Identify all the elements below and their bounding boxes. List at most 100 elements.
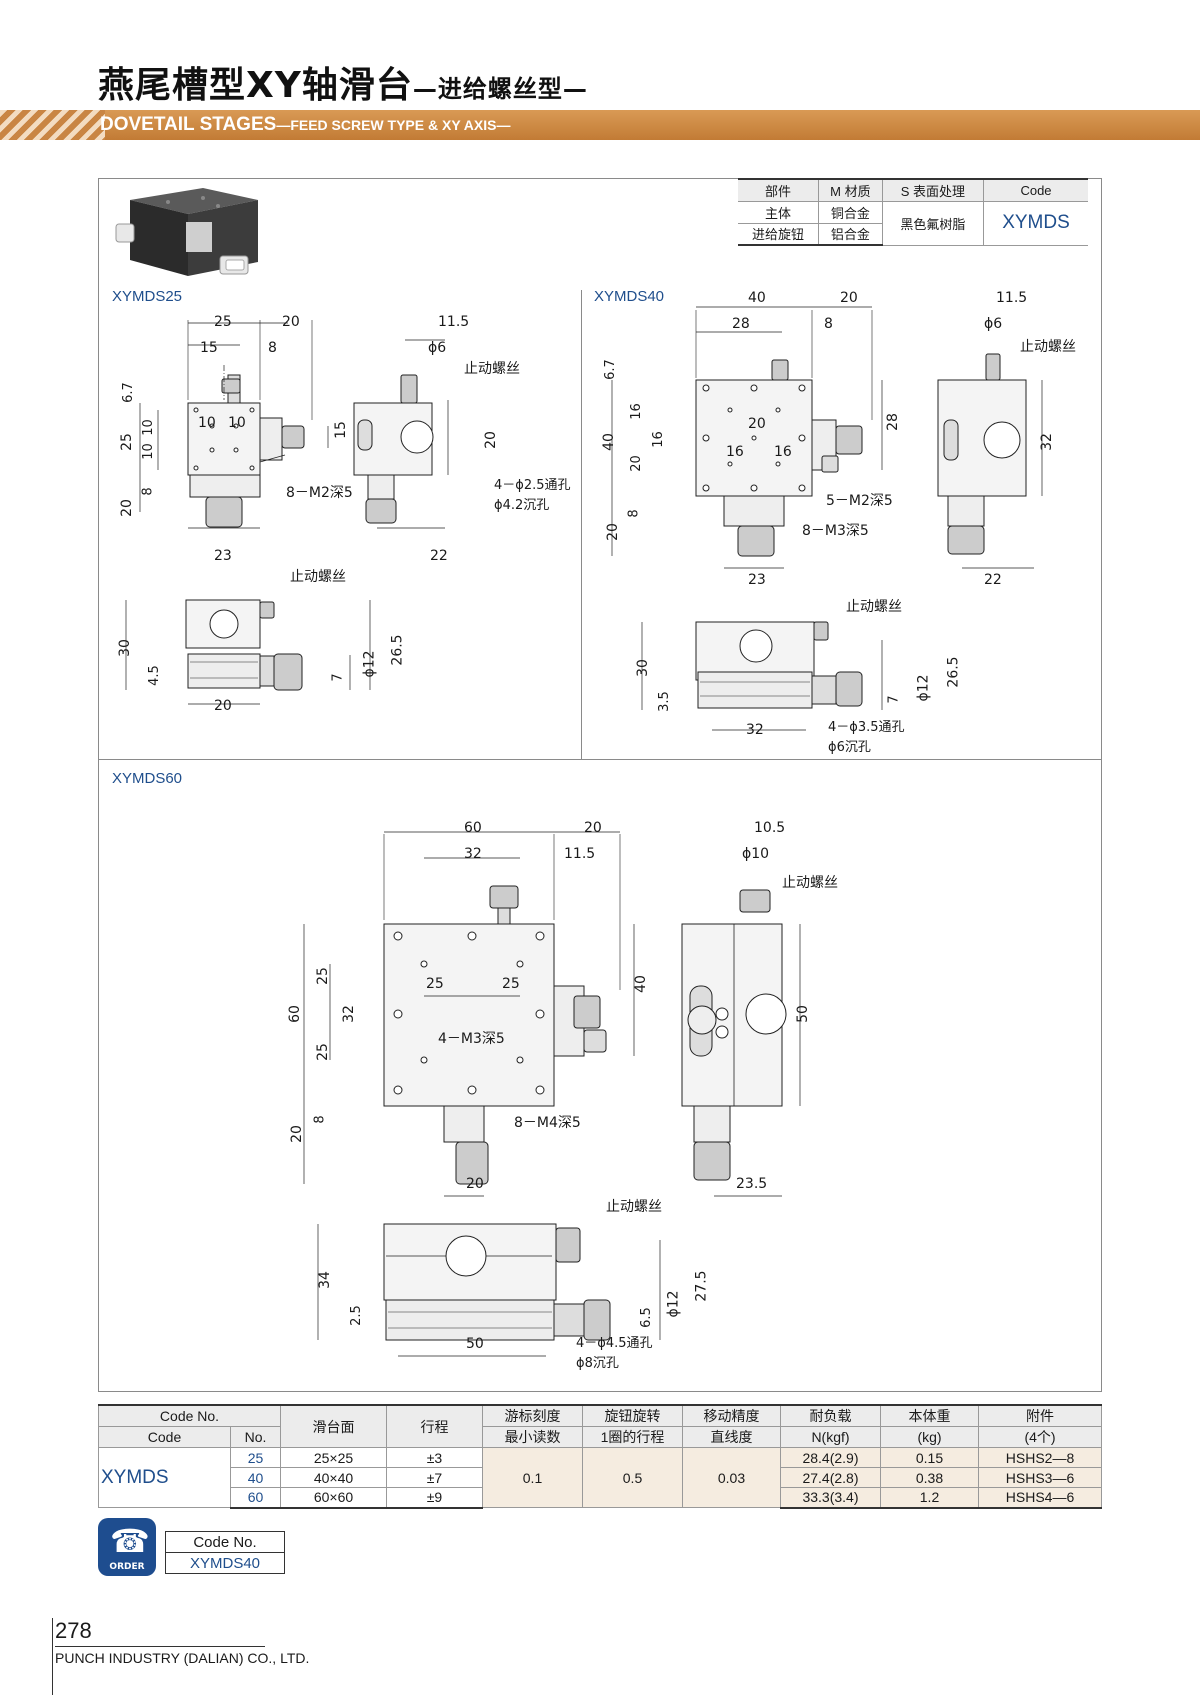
spec-head: N(kgf): [780, 1426, 881, 1448]
spec-stroke: ±3: [386, 1447, 483, 1468]
dim: 10: [198, 415, 216, 431]
dim: 23.5: [736, 1176, 768, 1192]
spec-table: Code No. 滑台面 行程 游标刻度 旋钮旋转 移动精度 耐负载 本体重 附…: [98, 1404, 1102, 1509]
spec-straightness: 0.03: [682, 1447, 781, 1508]
s60-top-view: [303, 831, 635, 1197]
s60-side-view: [681, 889, 801, 1197]
dim: 25: [426, 976, 444, 992]
mat-head-code: Code: [983, 178, 1088, 202]
note-tap: 4－M3深5: [438, 1031, 505, 1047]
order-icon-label: ORDER: [109, 1562, 145, 1572]
mat-treatment: 黑色氟树脂: [882, 201, 985, 246]
order-icon: ☎ ORDER: [98, 1518, 156, 1576]
note-thru: 4－ϕ2.5通孔: [494, 478, 571, 493]
dim: 25: [314, 967, 331, 985]
note-tap: 8－M4深5: [514, 1115, 581, 1131]
dim: 15: [200, 340, 218, 356]
dim: 40: [632, 975, 649, 993]
spec-head: 旋钮旋转: [582, 1404, 683, 1427]
dim: 3.5: [656, 691, 672, 712]
spec-head: 滑台面: [280, 1404, 387, 1448]
dim: 32: [746, 722, 764, 738]
dim: 60: [286, 1005, 303, 1023]
dim: 11.5: [996, 290, 1028, 306]
section-label-40: XYMDS40: [594, 288, 665, 305]
spec-surface: 60×60: [280, 1487, 387, 1509]
dim: 25: [118, 433, 135, 451]
spec-stroke: ±9: [386, 1487, 483, 1509]
spec-surface: 40×40: [280, 1467, 387, 1488]
dim: 2.5: [348, 1305, 364, 1326]
dim: 10: [140, 419, 156, 436]
note-lock-screw: 止动螺丝: [782, 875, 838, 891]
note-cb: ϕ6沉孔: [828, 740, 871, 755]
product-photo: [115, 188, 258, 276]
order-table: Code No. XYMDS40: [165, 1531, 285, 1574]
section-divider: [98, 759, 1102, 760]
dim: 26.5: [389, 634, 406, 666]
section-label-60: XYMDS60: [112, 770, 183, 787]
section-divider-v: [581, 290, 582, 759]
mat-part: 进给旋钮: [738, 223, 820, 246]
spec-acc: HSHS2—8: [978, 1447, 1102, 1468]
dim: 32: [340, 1005, 357, 1023]
spec-head: No.: [230, 1426, 281, 1448]
english-title: DOVETAIL STAGES—FEED SCREW TYPE & XY AXI…: [100, 114, 510, 136]
mat-head-part: 部件: [738, 178, 820, 202]
spec-load: 28.4(2.9): [780, 1447, 881, 1468]
header-stripes: [0, 110, 105, 140]
dim: 32: [1038, 433, 1055, 451]
order-value: XYMDS40: [165, 1552, 285, 1574]
dim: 16: [726, 444, 744, 460]
dim: 10: [140, 443, 156, 460]
note-tap: 8－M3深5: [802, 523, 869, 539]
mat-part: 主体: [738, 201, 820, 224]
note-lock-screw: 止动螺丝: [846, 599, 902, 615]
spec-weight: 0.38: [880, 1467, 979, 1488]
s25-side-view: [353, 339, 449, 529]
note-lock-screw: 止动螺丝: [606, 1199, 662, 1215]
dim: ϕ6: [984, 316, 1003, 332]
dim: 8: [626, 509, 642, 518]
note-thru: 4－ϕ4.5通孔: [576, 1336, 653, 1351]
spec-load: 33.3(3.4): [780, 1487, 881, 1509]
page-title: 燕尾槽型XY轴滑台—进给螺丝型—: [98, 56, 588, 108]
spec-stroke: ±7: [386, 1467, 483, 1488]
dim: 30: [634, 659, 651, 677]
title-en-sub: —FEED SCREW TYPE & XY AXIS—: [276, 117, 511, 133]
dim: ϕ10: [742, 846, 770, 862]
title-sub: —进给螺丝型—: [412, 75, 588, 103]
dim: 20: [584, 820, 602, 836]
mat-material: 铝合金: [818, 223, 883, 246]
dim: 6.7: [602, 359, 618, 380]
spec-per-turn: 0.5: [582, 1447, 683, 1508]
dim: 23: [214, 548, 232, 564]
spec-head: 本体重: [880, 1404, 979, 1427]
drawing-xymds60: [303, 831, 801, 1357]
dim: 10: [228, 415, 246, 431]
note-thru: 4－ϕ3.5通孔: [828, 720, 905, 735]
spec-no: 60: [230, 1487, 281, 1509]
dim: 4.5: [146, 665, 162, 686]
dim: 20: [214, 698, 232, 714]
dim: 8: [824, 316, 833, 332]
note-lock-screw: 止动螺丝: [290, 569, 346, 585]
footer-vline: [52, 1618, 53, 1695]
spec-surface: 25×25: [280, 1447, 387, 1468]
spec-head: 行程: [386, 1404, 483, 1448]
dim: 15: [332, 421, 349, 439]
spec-head: 附件: [978, 1404, 1102, 1427]
spec-head: 最小读数: [482, 1426, 583, 1448]
header-bar: [0, 110, 1200, 140]
note-cb: ϕ4.2沉孔: [494, 498, 550, 513]
phone-icon: ☎: [110, 1522, 150, 1560]
dim: 20: [628, 455, 644, 472]
dim: 26.5: [945, 656, 962, 688]
note-tap: 8－M2深5: [286, 485, 353, 501]
dim: ϕ12: [915, 674, 932, 702]
section-label-25: XYMDS25: [112, 288, 183, 305]
dim: ϕ12: [665, 1290, 682, 1318]
dim: 6.7: [120, 382, 136, 403]
s40-front-view: [641, 621, 883, 731]
mat-material: 铜合金: [818, 201, 883, 224]
